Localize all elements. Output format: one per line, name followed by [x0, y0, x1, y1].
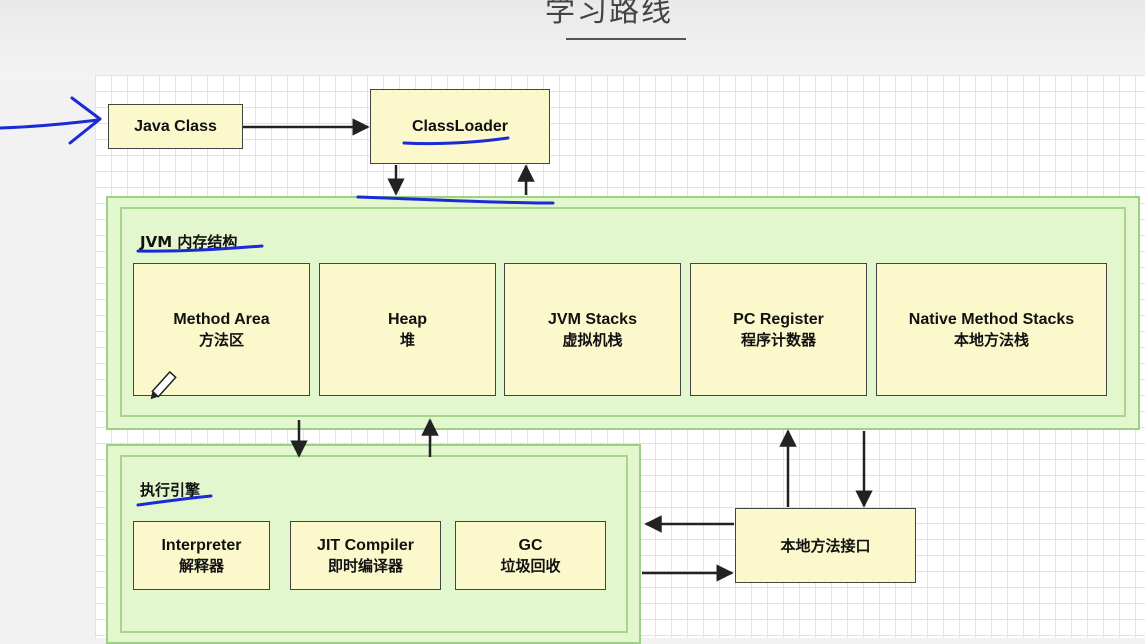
hand-drawn-arrow-head — [68, 96, 102, 145]
jvm-stacks-node: JVM Stacks 虚拟机栈 — [504, 263, 681, 396]
native-interface-node: 本地方法接口 — [735, 508, 916, 583]
interpreter-zh-label: 解释器 — [178, 557, 224, 575]
jvm-stacks-zh-label: 虚拟机栈 — [562, 331, 623, 349]
heap-zh-label: 堆 — [399, 331, 415, 349]
page-title: 学习路线 — [545, 0, 673, 29]
heap-label: Heap — [387, 311, 428, 328]
pc-register-label: PC Register — [733, 311, 824, 328]
java-class-node: Java Class — [108, 104, 243, 149]
engine-underline — [136, 494, 213, 507]
class-loader-label: ClassLoader — [411, 118, 509, 135]
classloader-underline — [402, 136, 510, 146]
jit-compiler-label: JIT Compiler — [317, 537, 414, 554]
native-interface-label: 本地方法接口 — [780, 536, 871, 555]
gc-zh-label: 垃圾回收 — [500, 557, 561, 575]
execution-engine-label: 执行引擎 — [140, 481, 201, 499]
jit-compiler-zh-label: 即时编译器 — [327, 557, 403, 575]
method-area-zh-label: 方法区 — [198, 331, 244, 349]
interpreter-label: Interpreter — [161, 537, 242, 554]
header-band — [0, 0, 1145, 80]
memory-top-underline — [356, 195, 555, 205]
hand-drawn-arrow-shaft — [0, 118, 100, 130]
interpreter-node: Interpreter 解释器 — [133, 521, 270, 590]
native-method-stacks-node: Native Method Stacks 本地方法栈 — [876, 263, 1107, 396]
pc-register-zh-label: 程序计数器 — [740, 331, 816, 349]
jit-compiler-node: JIT Compiler 即时编译器 — [290, 521, 441, 590]
native-method-stacks-zh-label: 本地方法栈 — [953, 331, 1029, 349]
title-underline — [566, 38, 686, 40]
gc-node: GC 垃圾回收 — [455, 521, 606, 590]
method-area-node: Method Area 方法区 — [133, 263, 310, 396]
java-class-label: Java Class — [134, 118, 217, 135]
jvm-memory-underline — [136, 244, 264, 253]
pc-register-node: PC Register 程序计数器 — [690, 263, 867, 396]
jvm-stacks-label: JVM Stacks — [548, 311, 637, 328]
class-loader-node: ClassLoader — [370, 89, 550, 164]
pen-cursor-icon — [150, 370, 177, 400]
native-method-stacks-label: Native Method Stacks — [908, 311, 1075, 328]
gc-label: GC — [518, 537, 543, 554]
heap-node: Heap 堆 — [319, 263, 496, 396]
jvm-memory-structure-label: JVM 内存结构 — [140, 233, 238, 251]
method-area-label: Method Area — [173, 311, 270, 328]
